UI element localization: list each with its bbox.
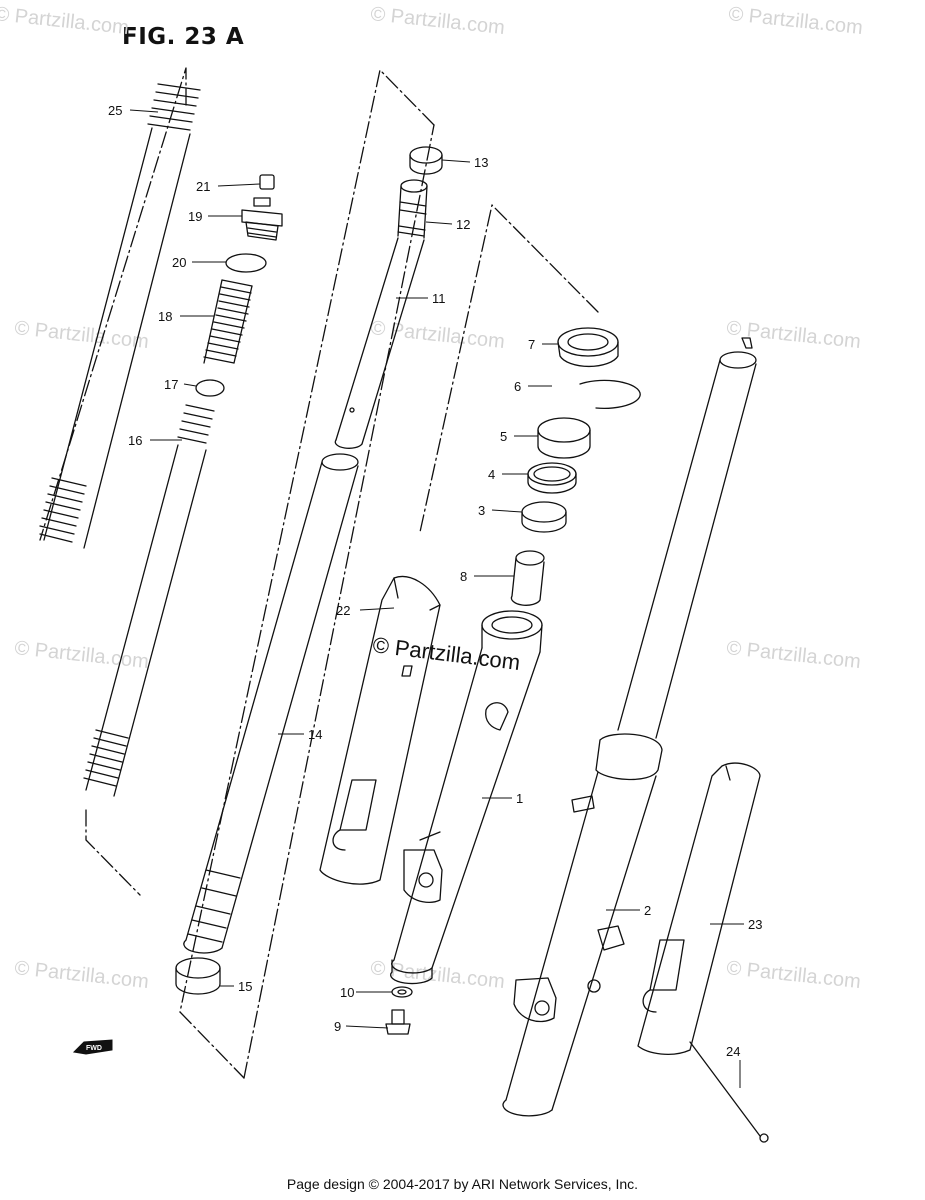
bracket-line-left <box>39 67 187 541</box>
part-24-pin <box>689 1041 769 1143</box>
part-7-dust-seal <box>557 327 619 368</box>
leader-lines <box>129 109 744 1088</box>
label-part-8: 8 <box>460 569 467 584</box>
part-13-ring <box>409 146 443 175</box>
part-19-cap-bolt <box>241 197 283 241</box>
part-10-washer <box>391 986 413 998</box>
forward-arrow-icon: FWD <box>72 1039 113 1055</box>
fwd-label: FWD <box>86 1045 102 1052</box>
assembly-bracket-lines <box>39 67 599 1079</box>
label-part-7: 7 <box>528 337 535 352</box>
watermark: © Partzilla.com <box>13 317 149 353</box>
label-part-2: 2 <box>644 903 651 918</box>
bracket-line-center-rear <box>243 124 435 1079</box>
label-part-9: 9 <box>334 1019 341 1034</box>
part-14-inner-tube <box>183 453 359 954</box>
watermark: © Partzilla.com <box>13 637 149 673</box>
label-part-18: 18 <box>158 309 172 324</box>
label-part-19: 19 <box>188 209 202 224</box>
label-part-23: 23 <box>748 917 762 932</box>
bracket-line-left-bottom <box>85 809 141 896</box>
label-part-4: 4 <box>488 467 495 482</box>
label-part-3: 3 <box>478 503 485 518</box>
label-part-21: 21 <box>196 179 210 194</box>
part-6-circlip <box>579 379 641 410</box>
bracket-line-center-bottom <box>179 1011 245 1079</box>
bracket-line-center <box>179 69 435 1013</box>
part-23-fork-guard-right <box>637 762 761 1056</box>
label-part-15: 15 <box>238 979 252 994</box>
watermarks: © Partzilla.com © Partzilla.com © Partzi… <box>0 3 864 993</box>
part-20-o-ring <box>225 253 267 273</box>
label-part-16: 16 <box>128 433 142 448</box>
label-part-11: 11 <box>432 291 446 306</box>
part-11-12-damper-rod <box>334 179 428 449</box>
label-part-17: 17 <box>164 377 178 392</box>
watermark: © Partzilla.com <box>13 957 149 993</box>
part-5-oil-seal <box>537 417 591 459</box>
label-part-25: 25 <box>108 103 122 118</box>
label-part-10: 10 <box>340 985 354 1000</box>
bracket-line-right <box>419 204 599 533</box>
watermark: © Partzilla.com <box>0 3 130 39</box>
part-25-spring-tube <box>39 83 201 549</box>
watermark: © Partzilla.com <box>369 317 505 353</box>
part-4-washer <box>527 462 577 494</box>
part-15-bushing <box>175 957 221 995</box>
part-16-spring-tube <box>83 404 215 797</box>
part-2-outer-tube-right <box>502 337 757 1117</box>
part-labels: 25 21 19 20 18 17 16 13 12 11 7 6 5 4 3 … <box>108 103 762 1059</box>
figure-title: FIG. 23 A <box>122 24 245 50</box>
label-part-14: 14 <box>308 727 322 742</box>
part-18-short-spring <box>203 279 253 364</box>
part-9-bolt <box>385 1009 411 1035</box>
watermark: © Partzilla.com <box>725 957 861 993</box>
part-3-slide-bushing <box>521 501 567 533</box>
part-21-valve-cap <box>259 174 275 190</box>
watermark: © Partzilla.com <box>369 957 505 993</box>
label-part-12: 12 <box>456 217 470 232</box>
watermark: © Partzilla.com <box>725 637 861 673</box>
label-part-5: 5 <box>500 429 507 444</box>
part-22-fork-guard <box>319 575 441 885</box>
label-part-22: 22 <box>336 603 350 618</box>
center-watermark: © Partzilla.com <box>371 632 521 675</box>
part-17-washer <box>195 379 225 397</box>
label-part-20: 20 <box>172 255 186 270</box>
watermark: © Partzilla.com <box>369 3 505 39</box>
label-part-13: 13 <box>474 155 488 170</box>
part-1-outer-tube-left <box>390 610 543 985</box>
part-8-oil-lock-piece <box>510 550 545 606</box>
watermark: © Partzilla.com <box>727 3 863 39</box>
label-part-1: 1 <box>516 791 523 806</box>
page-footer: Page design © 2004-2017 by ARI Network S… <box>286 1176 639 1192</box>
label-part-6: 6 <box>514 379 521 394</box>
label-part-24: 24 <box>726 1044 740 1059</box>
